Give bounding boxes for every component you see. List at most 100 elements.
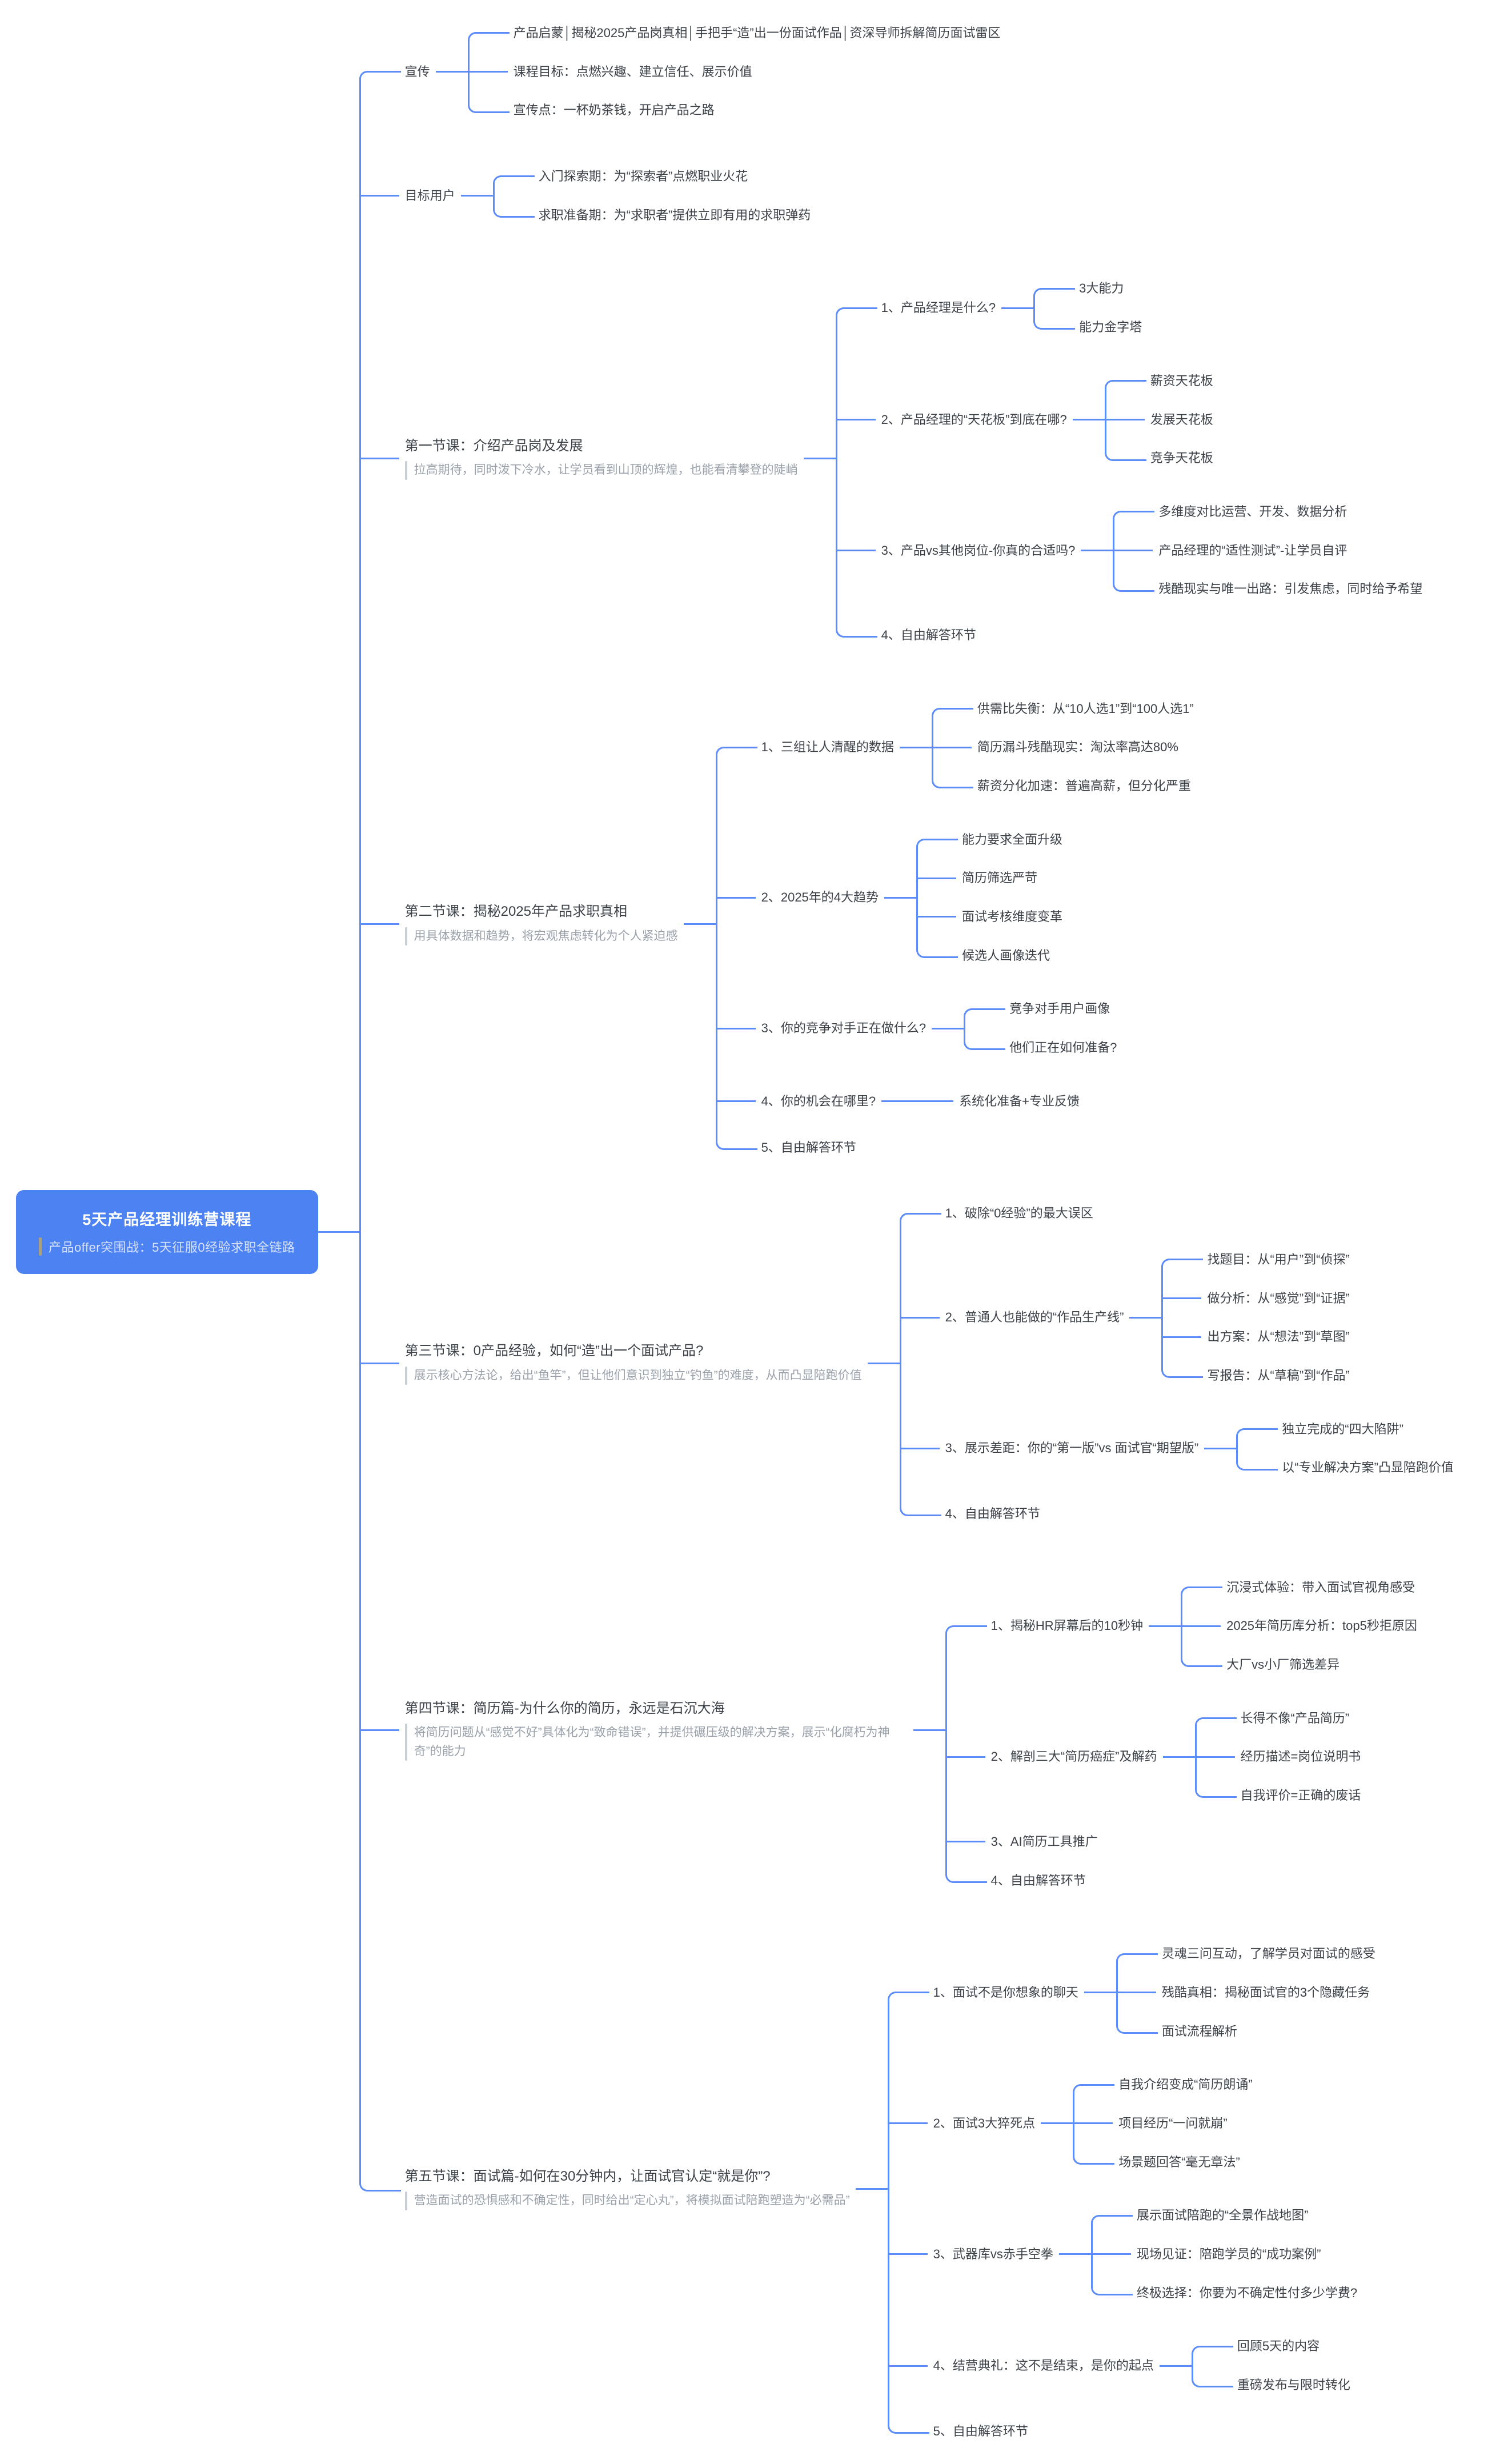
connector-stub <box>1204 1447 1237 1449</box>
mindmap-node[interactable]: 找题目：从“用户”到“侦探” <box>1201 1248 1355 1272</box>
mindmap-node[interactable]: 产品启蒙│揭秘2025产品岗真相│手把手“造”出一份面试作品│资深导师拆解简历面… <box>508 21 1006 45</box>
mindmap-node[interactable]: 5、自由解答环节 <box>756 1136 862 1160</box>
connector-stub <box>1129 1316 1162 1319</box>
lesson-note-text: 展示核心方法论，给出“鱼竿”，但让他们意识到独立“钓鱼”的难度，从而凸显陪跑价值 <box>414 1368 862 1382</box>
mindmap-node[interactable]: 产品经理的“适性测试”-让学员自评 <box>1153 539 1353 563</box>
node-label: 做分析：从“感觉”到“证据” <box>1207 1291 1350 1305</box>
tree-node-row: 2、产品经理的“天花板”到底在哪? 薪资天花板发展天花板竞争天花板 <box>835 354 1429 485</box>
mindmap-node[interactable]: 系统化准备+专业反馈 <box>953 1089 1085 1113</box>
tree-branch: 他们正在如何准备? <box>1004 1036 1122 1060</box>
mindmap-node[interactable]: 2025年简历库分析：top5秒拒原因 <box>1221 1614 1423 1638</box>
mindmap-node[interactable]: 竞争天花板 <box>1145 446 1219 470</box>
node-label: 竞争对手用户画像 <box>1009 1001 1110 1016</box>
note-bar <box>404 927 407 946</box>
mindmap-node[interactable]: 3、你的竞争对手正在做什么? <box>756 1016 932 1040</box>
mindmap-node[interactable]: 1、揭秘HR屏幕后的10秒钟 <box>985 1614 1149 1638</box>
node-label: 3、武器库vs赤手空拳 <box>933 2247 1053 2261</box>
mindmap-node[interactable]: 简历筛选严苛 <box>956 866 1043 890</box>
mindmap-node[interactable]: 1、面试不是你想象的聊天 <box>928 1981 1084 2005</box>
mindmap-node[interactable]: 写报告：从“草稿”到“作品” <box>1201 1364 1355 1388</box>
tree-node-row: 5、自由解答环节 <box>715 1128 1200 1167</box>
mindmap-node[interactable]: 薪资天花板 <box>1145 369 1219 393</box>
mindmap-node[interactable]: 自我评价=正确的废话 <box>1235 1784 1367 1808</box>
mindmap-node[interactable]: 求职准备期：为“求职者”提供立即有用的求职弹药 <box>533 203 817 227</box>
mindmap-node[interactable]: 经历描述=岗位说明书 <box>1235 1745 1367 1769</box>
tree-node-row: 场景题回答“毫无章法” <box>1073 2142 1258 2182</box>
mindmap-node[interactable]: 长得不像“产品简历” <box>1235 1706 1355 1730</box>
mindmap-node[interactable]: 2、2025年的4大趋势 <box>756 886 884 910</box>
mindmap-node[interactable]: 3、武器库vs赤手空拳 <box>928 2242 1059 2266</box>
mindmap-node[interactable]: 出方案：从“想法”到“草图” <box>1201 1325 1355 1349</box>
mindmap-node[interactable]: 4、自由解答环节 <box>876 623 982 647</box>
mindmap-node[interactable]: 2、普通人也能做的“作品生产线” <box>940 1305 1130 1329</box>
mindmap-node[interactable]: 3、展示差距：你的“第一版”vs 面试官“期望版” <box>940 1436 1205 1460</box>
mindmap-node[interactable]: 终极选择：你要为不确定性付多少学费? <box>1131 2281 1363 2305</box>
mindmap-node[interactable]: 1、破除“0经验”的最大误区 <box>940 1201 1099 1225</box>
connector-stub <box>855 2187 888 2190</box>
node-label: 自我介绍变成“简历朗诵” <box>1118 2077 1253 2092</box>
connector-stub <box>1159 2365 1192 2367</box>
node-label: 薪资分化加速：普遍高薪，但分化严重 <box>977 779 1191 793</box>
mindmap-node[interactable]: 他们正在如何准备? <box>1004 1036 1122 1060</box>
tree-node-row: 1、三组让人清醒的数据 供需比失衡：从“10人选1”到“100人选1” 简历漏斗残酷… <box>715 682 1200 813</box>
mindmap-node[interactable]: 3大能力 <box>1073 277 1129 301</box>
lesson-node[interactable]: 第二节课：揭秘2025年产品求职真相用具体数据和趋势，将宏观焦虑转化为个人紧迫感 <box>399 899 684 949</box>
mindmap-node[interactable]: 3、AI简历工具推广 <box>985 1830 1104 1854</box>
lesson-node[interactable]: 第三节课：0产品经验，如何“造”出一个面试产品?展示核心方法论，给出“鱼竿”，但… <box>399 1339 868 1388</box>
node-label: 系统化准备+专业反馈 <box>959 1093 1080 1108</box>
mindmap-node[interactable]: 展示面试陪跑的“全景作战地图” <box>1131 2203 1314 2227</box>
mindmap-node[interactable]: 场景题回答“毫无章法” <box>1113 2150 1246 2174</box>
mindmap-node[interactable]: 自我介绍变成“简历朗诵” <box>1113 2073 1258 2097</box>
mindmap-node[interactable]: 供需比失衡：从“10人选1”到“100人选1” <box>972 697 1200 721</box>
mindmap-node[interactable]: 4、结营典礼：这不是结束，是你的起点 <box>928 2354 1160 2378</box>
node-label: 残酷真相：揭秘面试官的3个隐藏任务 <box>1161 1985 1370 2000</box>
mindmap-node[interactable]: 发展天花板 <box>1145 408 1219 432</box>
mindmap-node[interactable]: 2、产品经理的“天花板”到底在哪? <box>876 408 1073 432</box>
mindmap-node[interactable]: 残酷真相：揭秘面试官的3个隐藏任务 <box>1156 1981 1375 2005</box>
mindmap-node[interactable]: 多维度对比运营、开发、数据分析 <box>1153 500 1353 524</box>
mindmap-node[interactable]: 3、产品vs其他岗位-你真的合适吗? <box>876 539 1081 563</box>
mindmap-node[interactable]: 5、自由解答环节 <box>928 2419 1034 2443</box>
mindmap-node[interactable]: 目标用户 <box>399 184 461 208</box>
mindmap-node[interactable]: 宣传点：一杯奶茶钱，开启产品之路 <box>508 98 720 122</box>
mindmap-node[interactable]: 竞争对手用户画像 <box>1004 997 1116 1021</box>
mindmap-node[interactable]: 项目经历“一问就崩” <box>1113 2112 1233 2136</box>
tree-branch: 能力要求全面升级 <box>956 828 1068 852</box>
mindmap-node[interactable]: 2、面试3大猝死点 <box>928 2112 1041 2136</box>
mindmap-node[interactable]: 能力要求全面升级 <box>956 828 1068 852</box>
mindmap-node[interactable]: 回顾5天的内容 <box>1232 2334 1325 2358</box>
mindmap-node[interactable]: 大厂vs小厂筛选差异 <box>1221 1653 1345 1677</box>
mindmap-node[interactable]: 1、产品经理是什么? <box>876 296 1001 320</box>
root-node[interactable]: 5天产品经理训练营课程产品offer突围战：5天征服0经验求职全链路 <box>16 1190 318 1275</box>
mindmap-node[interactable]: 4、自由解答环节 <box>985 1869 1092 1893</box>
mindmap-node[interactable]: 沉浸式体验：带入面试官视角感受 <box>1221 1576 1421 1600</box>
mindmap-node[interactable]: 以“专业解决方案”凸显陪跑价值 <box>1276 1456 1459 1480</box>
mindmap-node[interactable]: 简历漏斗残酷现实：淘汰率高达80% <box>972 735 1184 759</box>
lesson-node[interactable]: 第一节课：介绍产品岗及发展拉高期待，同时泼下冷水，让学员看到山顶的辉煌，也能看清… <box>399 434 804 483</box>
mindmap-node[interactable]: 现场见证：陪跑学员的“成功案例” <box>1131 2242 1327 2266</box>
lesson-title: 第四节课：简历篇-为什么你的简历，永远是石沉大海 <box>404 1700 725 1716</box>
mindmap-node[interactable]: 薪资分化加速：普遍高薪，但分化严重 <box>972 774 1197 798</box>
mindmap-node[interactable]: 残酷现实与唯一出路：引发焦虑，同时给予希望 <box>1153 577 1428 601</box>
mindmap-node[interactable]: 4、自由解答环节 <box>940 1502 1046 1526</box>
mindmap-node[interactable]: 课程目标：点燃兴趣、建立信任、展示价值 <box>508 60 758 84</box>
mindmap-node[interactable]: 4、你的机会在哪里? <box>756 1089 881 1113</box>
node-label: 沉浸式体验：带入面试官视角感受 <box>1226 1580 1415 1594</box>
lesson-node[interactable]: 第五节课：面试篇-如何在30分钟内，让面试官认定“就是你”?营造面试的恐惧感和不… <box>399 2164 856 2214</box>
mindmap-node[interactable]: 入门探索期：为“探索者”点燃职业火花 <box>533 165 754 189</box>
node-label: 面试考核维度变革 <box>962 910 1063 924</box>
tree-node-row: 1、揭秘HR屏幕后的10秒钟 沉浸式体验：带入面试官视角感受 2025年简历库分析：… <box>945 1561 1423 1692</box>
mindmap-node[interactable]: 面试流程解析 <box>1156 2020 1243 2044</box>
lesson-node[interactable]: 第四节课：简历篇-为什么你的简历，永远是石沉大海将简历问题从“感觉不好”具体化为… <box>399 1696 913 1764</box>
tree-branch: 多维度对比运营、开发、数据分析 <box>1153 500 1353 524</box>
mindmap-node[interactable]: 重磅发布与限时转化 <box>1232 2373 1356 2397</box>
mindmap-node[interactable]: 候选人画像迭代 <box>956 944 1056 968</box>
mindmap-node[interactable]: 灵魂三问互动，了解学员对面试的感受 <box>1156 1942 1381 1966</box>
mindmap-node[interactable]: 宣传 <box>399 60 436 84</box>
mindmap-node[interactable]: 面试考核维度变革 <box>956 905 1068 929</box>
mindmap-node[interactable]: 能力金字塔 <box>1073 315 1148 339</box>
mindmap-node[interactable]: 做分析：从“感觉”到“证据” <box>1201 1287 1355 1311</box>
mindmap-node[interactable]: 1、三组让人清醒的数据 <box>756 735 900 759</box>
mindmap-node[interactable]: 独立完成的“四大陷阱” <box>1276 1417 1409 1441</box>
mindmap-node[interactable]: 2、解剖三大“简历癌症”及解药 <box>985 1745 1163 1769</box>
